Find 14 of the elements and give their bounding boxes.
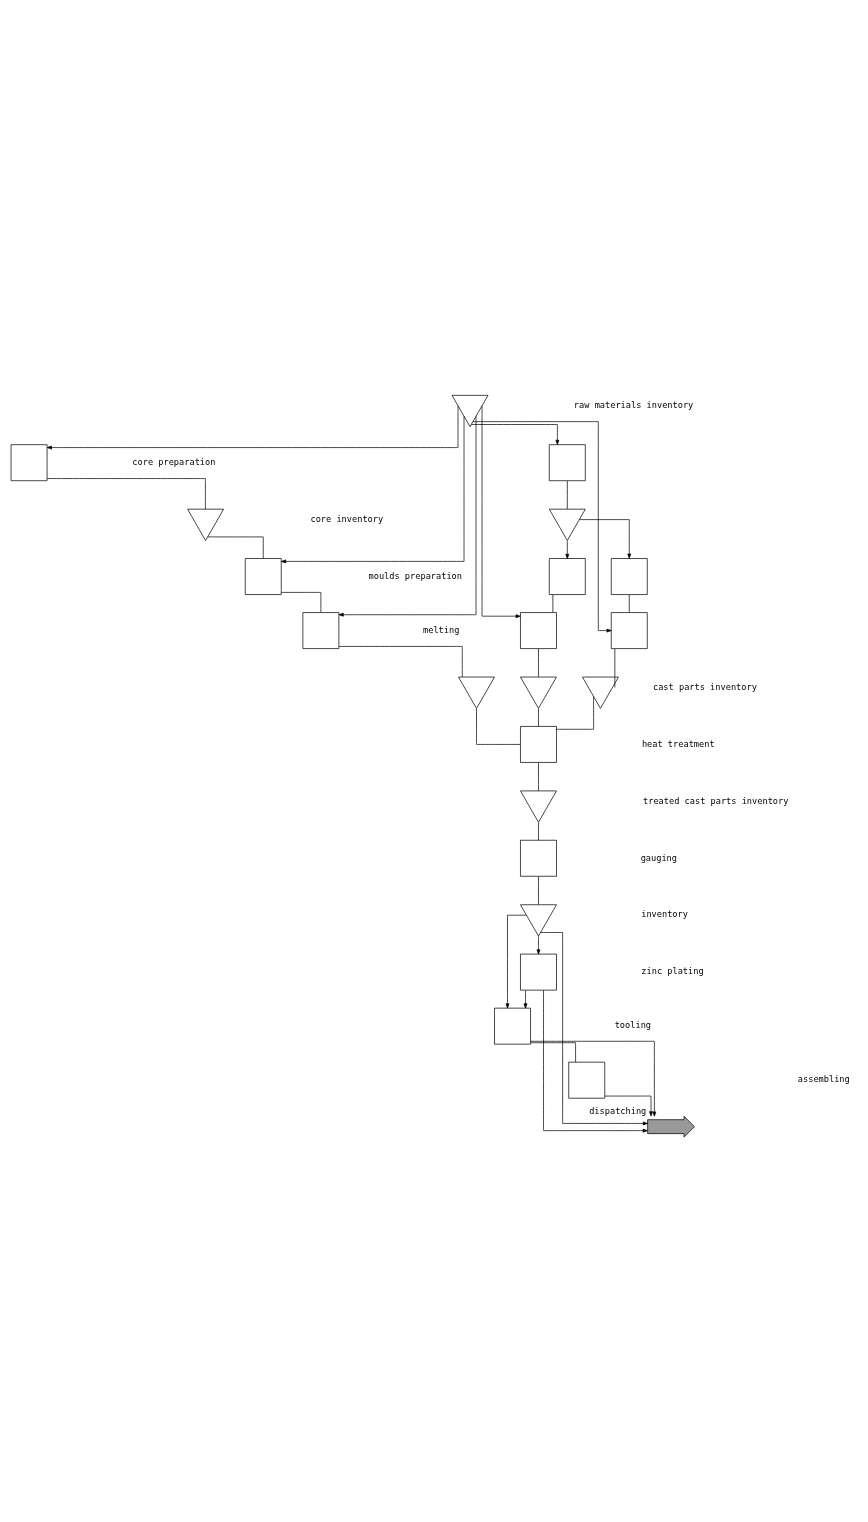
label: inventory <box>641 909 688 920</box>
label: gauging <box>640 852 677 863</box>
label: assembling <box>797 1074 850 1085</box>
label: melting <box>423 624 460 635</box>
label: core preparation <box>132 456 216 467</box>
label: core inventory <box>310 513 384 524</box>
label: tooling <box>614 1020 652 1031</box>
label: zinc plating <box>641 966 704 977</box>
label: treated cast parts inventory <box>643 795 789 806</box>
label: moulds preparation <box>368 570 462 581</box>
label: cast parts inventory <box>652 681 757 692</box>
label: heat treatment <box>641 738 715 749</box>
node-label: dispatching <box>589 1105 647 1116</box>
label: raw materials inventory <box>573 400 694 411</box>
